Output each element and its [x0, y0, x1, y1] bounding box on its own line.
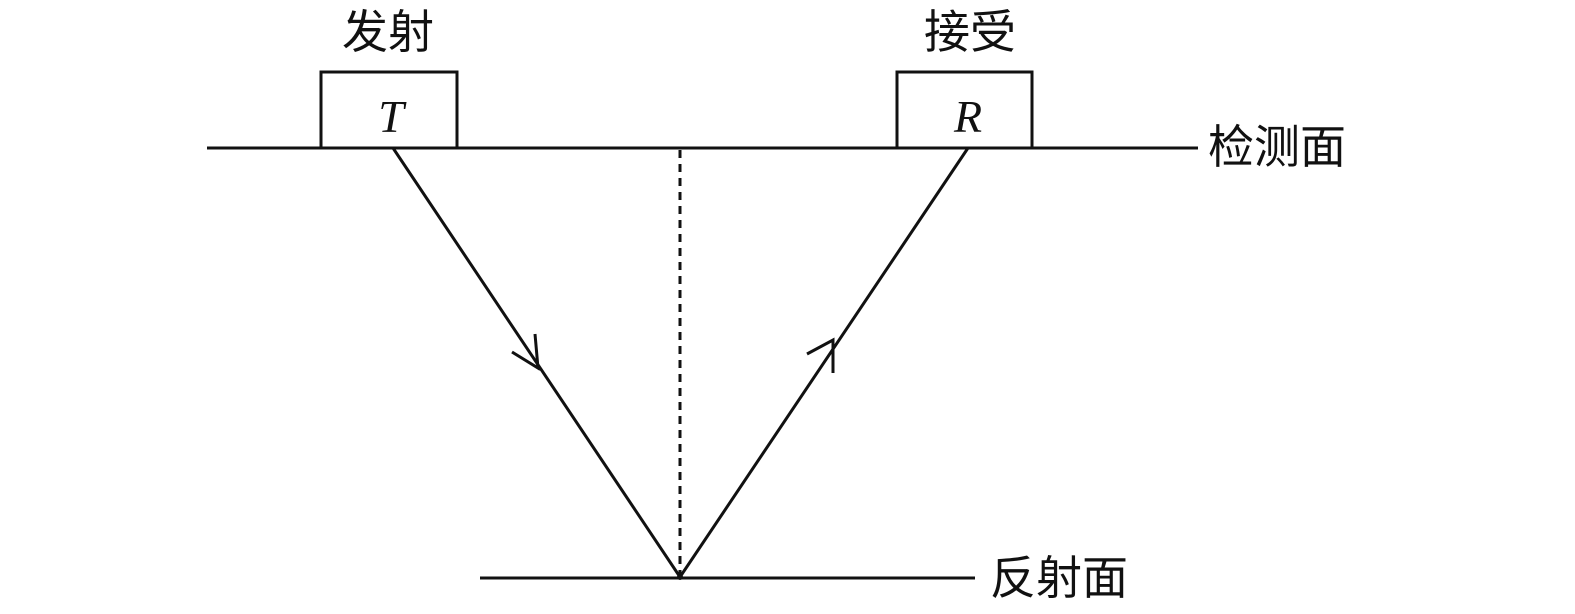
reflected-arrowhead [806, 337, 835, 373]
incident-arrowhead [511, 333, 540, 371]
reflected-ray [678, 147, 970, 578]
detection-surface-label: 检测面 [1208, 120, 1346, 174]
receiver-symbol: R [953, 91, 982, 142]
receiver-box [895, 70, 1034, 148]
transmitter-symbol: T [378, 91, 407, 142]
receiver-title: 接受 [924, 5, 1016, 59]
reflection-point [677, 574, 683, 580]
transmitter-box [319, 70, 459, 148]
reflection-surface-label: 反射面 [990, 551, 1128, 605]
transmitter-title: 发射 [342, 5, 434, 59]
